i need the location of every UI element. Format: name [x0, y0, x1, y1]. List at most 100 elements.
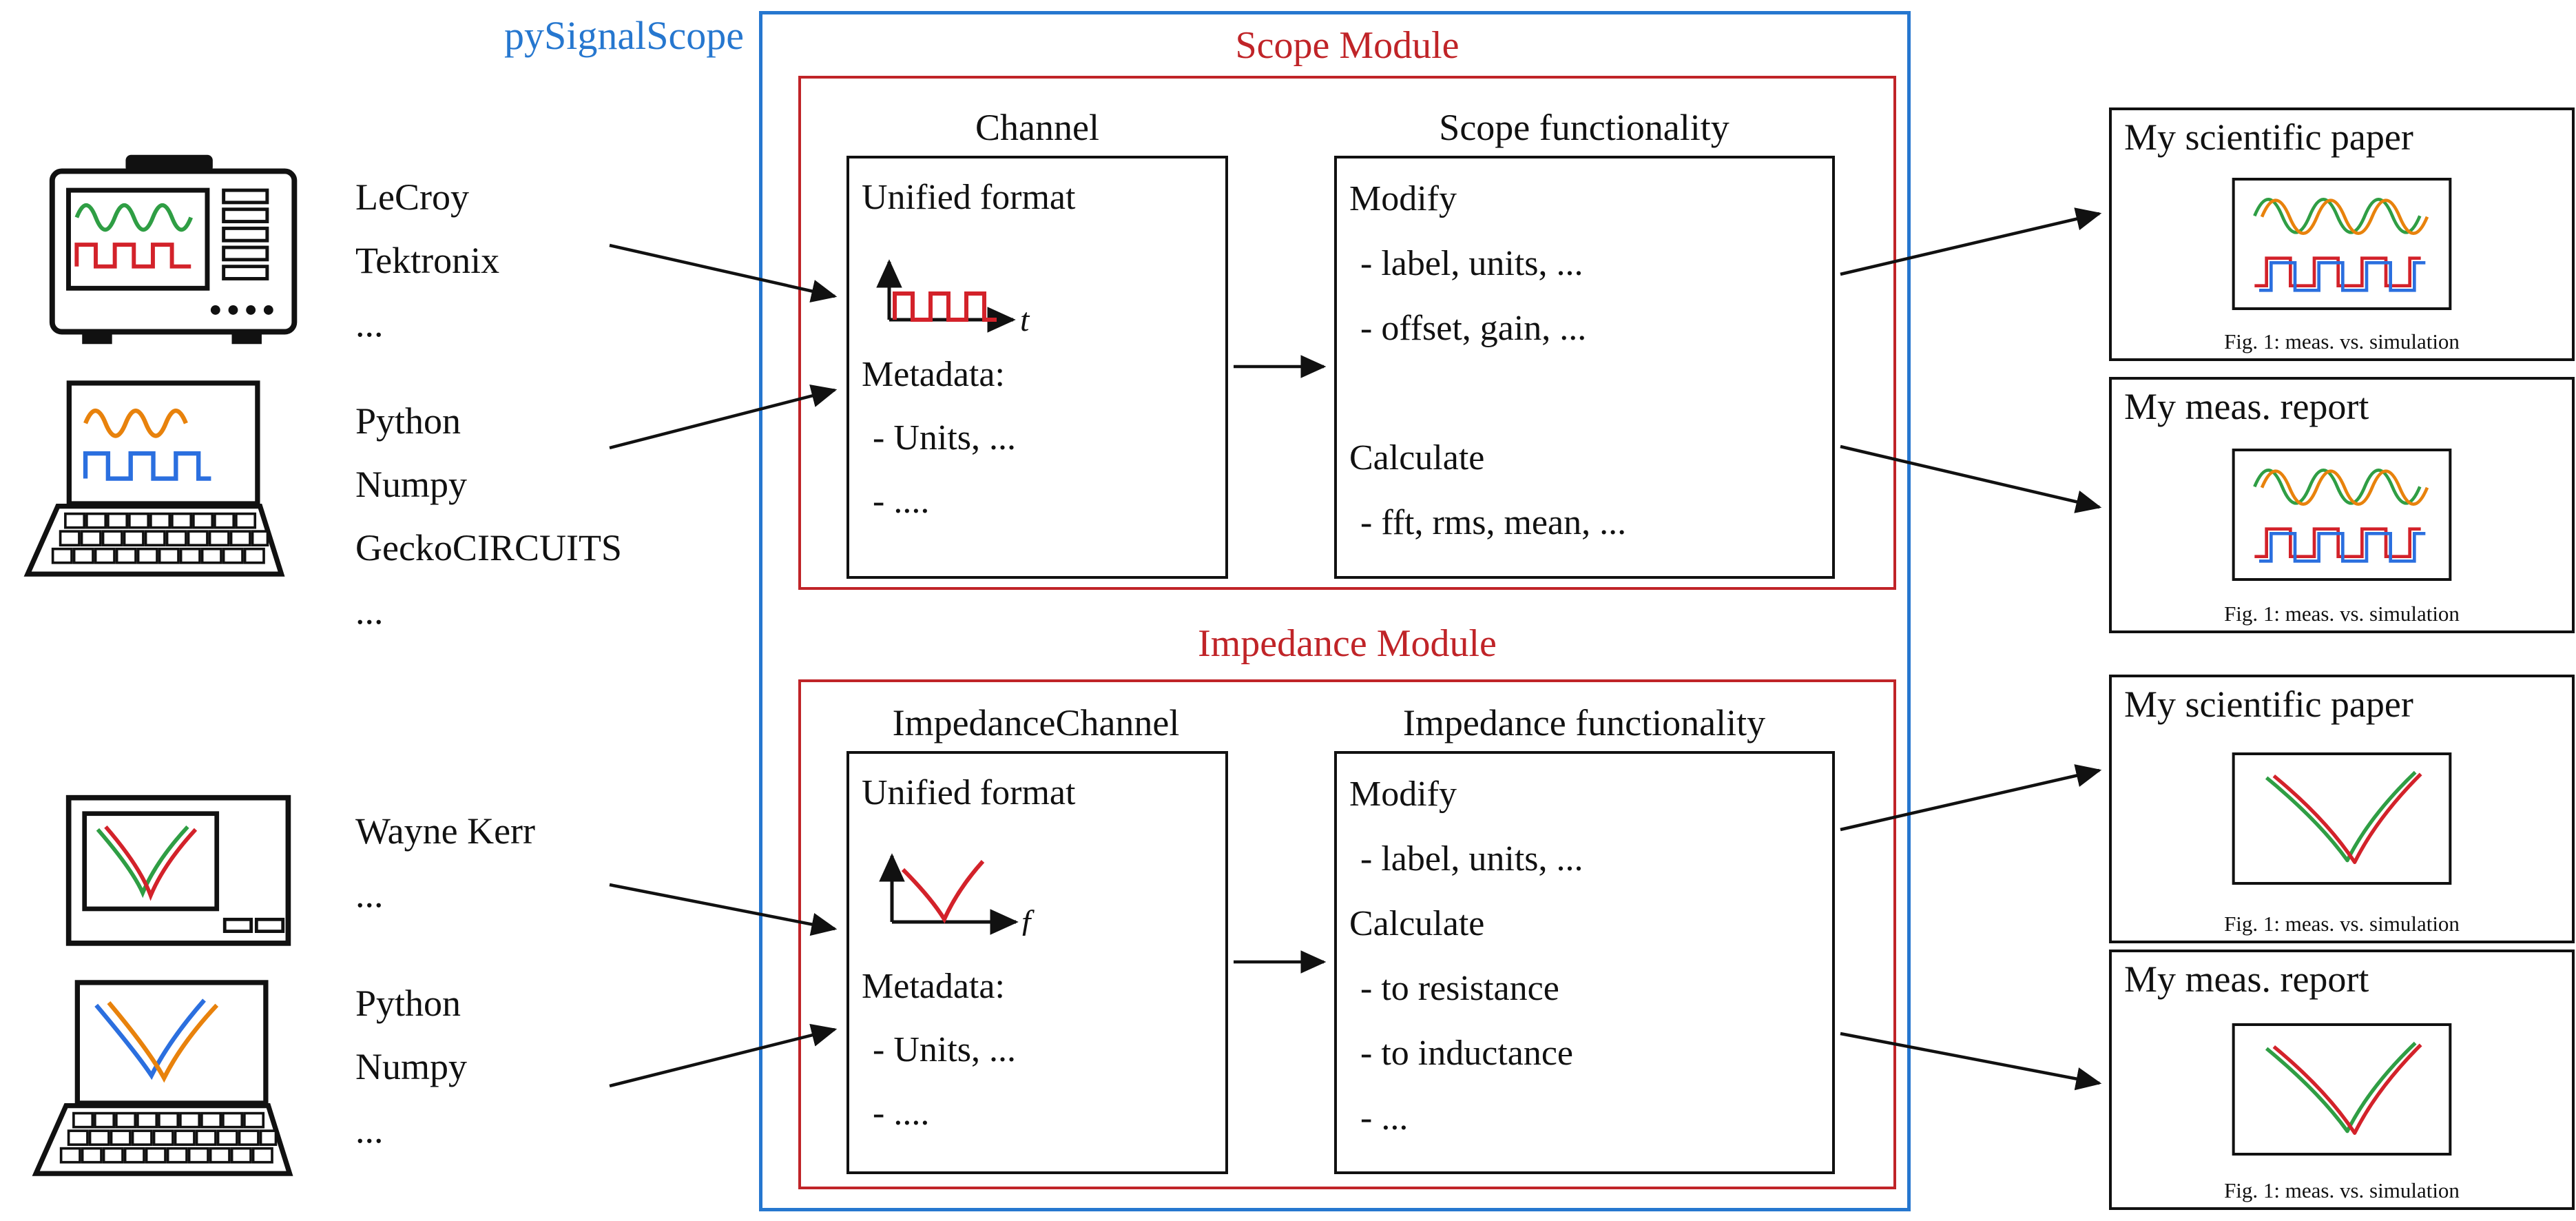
metadata-label: Metadata: — [862, 355, 1005, 394]
red-impedance-curve — [104, 825, 198, 901]
red-impedance-curve — [2272, 772, 2422, 864]
scope-figure-plot — [2232, 449, 2452, 581]
red-impedance-curve — [2272, 1043, 2422, 1135]
output-title: My meas. report — [2124, 386, 2369, 427]
output-title: My scientific paper — [2124, 116, 2413, 158]
green-impedance-curve — [2265, 1041, 2417, 1133]
oscilloscope-foot — [231, 331, 262, 345]
output-title: My meas. report — [2124, 958, 2369, 1000]
figure-caption: Fig. 1: meas. vs. simulation — [2224, 1178, 2460, 1202]
source-label: ... — [355, 1109, 384, 1151]
impedance-channel-metadata: Metadata: - Units, ... - .... — [862, 955, 1016, 1145]
oscilloscope-foot — [82, 331, 112, 345]
impedance-module-frame — [798, 679, 1896, 1189]
source-label: Numpy — [355, 464, 467, 505]
figure-caption: Fig. 1: meas. vs. simulation — [2224, 912, 2460, 936]
orange-sine-wave — [83, 409, 188, 438]
impedance-module-title: Impedance Module — [1198, 622, 1497, 665]
impedance-software-list: Python Numpy ... — [355, 972, 467, 1162]
green-impedance-curve — [2265, 770, 2417, 863]
impedance-functionality-title: Impedance functionality — [1402, 702, 1766, 743]
oscilloscope-buttons — [222, 188, 269, 280]
impedance-hardware-list: Wayne Kerr ... — [355, 799, 535, 926]
oscilloscope-handle — [125, 154, 213, 173]
time-waveform-icon: t — [876, 259, 1030, 334]
calculate-item: - ... — [1360, 1098, 1409, 1138]
oscilloscope-icon — [49, 154, 298, 345]
output-meas-report-impedance: My meas. report Fig. 1: meas. vs. simula… — [2109, 950, 2575, 1210]
source-label: Python — [355, 983, 461, 1024]
impedance-figure-plot — [2232, 1023, 2452, 1156]
blue-square-wave — [83, 451, 211, 481]
green-sine-wave — [74, 203, 194, 232]
source-label: Python — [355, 400, 461, 442]
metadata-item: - .... — [873, 1094, 930, 1133]
red-square-wave — [893, 291, 997, 322]
scope-hardware-list: LeCroy Tektronix ... — [355, 165, 499, 356]
green-impedance-curve — [96, 825, 189, 899]
modify-item: - label, units, ... — [1360, 244, 1583, 283]
channel-metadata: Metadata: - Units, ... - .... — [862, 343, 1016, 533]
green-sine-wave — [2253, 469, 2422, 505]
unified-format-label: Unified format — [862, 773, 1076, 812]
source-label: Numpy — [355, 1046, 467, 1087]
oscilloscope-knob-dots — [210, 305, 273, 315]
pysignalscope-frame — [759, 11, 1911, 1211]
source-label: Wayne Kerr — [355, 810, 536, 852]
source-label: ... — [355, 591, 384, 632]
orange-impedance-curve — [107, 1001, 219, 1083]
output-title: My scientific paper — [2124, 684, 2413, 725]
modify-item: - offset, gain, ... — [1360, 309, 1587, 348]
plot-frame — [2232, 1023, 2452, 1156]
red-square-wave — [2254, 256, 2421, 287]
channel-box: Unified format t Metadata: - Units, ... … — [846, 156, 1228, 579]
impedance-analyzer-icon — [65, 794, 291, 946]
laptop-scope-icon — [23, 380, 285, 577]
time-axis-label: t — [1020, 302, 1030, 334]
red-square-wave — [2254, 527, 2421, 558]
frequency-curve-icon: f — [879, 853, 1035, 936]
blue-square-wave — [2259, 532, 2426, 563]
impedance-figure-plot — [2232, 752, 2452, 885]
metadata-item: - Units, ... — [873, 418, 1016, 458]
spacer — [1349, 361, 1832, 426]
analyzer-button — [254, 917, 285, 933]
unified-format-label: Unified format — [862, 178, 1076, 217]
blue-impedance-curve — [94, 998, 206, 1080]
red-square-wave — [74, 243, 191, 269]
analyzer-button — [222, 917, 253, 933]
modify-item: - label, units, ... — [1360, 839, 1583, 879]
figure-caption: Fig. 1: meas. vs. simulation — [2224, 602, 2460, 626]
output-scientific-paper-impedance: My scientific paper Fig. 1: meas. vs. si… — [2109, 675, 2575, 943]
figure-caption: Fig. 1: meas. vs. simulation — [2224, 329, 2460, 353]
metadata-item: - .... — [873, 482, 930, 521]
scope-module-title: Scope Module — [1235, 24, 1460, 67]
impedance-functionality-box: Modify - label, units, ... Calculate - t… — [1334, 751, 1835, 1174]
modify-label: Modify — [1349, 774, 1457, 814]
modify-label: Modify — [1349, 179, 1457, 218]
source-label: Tektronix — [355, 240, 500, 281]
metadata-label: Metadata: — [862, 967, 1005, 1006]
source-label: GeckoCIRCUITS — [355, 527, 622, 568]
red-impedance-curve — [901, 859, 985, 924]
frequency-axis-label: f — [1021, 904, 1035, 936]
source-label: ... — [355, 874, 384, 915]
scope-figure-plot — [2232, 178, 2452, 310]
output-meas-report-scope: My meas. report Fig. 1: meas. vs. simula… — [2109, 377, 2575, 633]
green-sine-wave — [2253, 198, 2422, 234]
impedance-channel-box-title: ImpedanceChannel — [892, 702, 1180, 743]
laptop-keys — [59, 1111, 278, 1164]
channel-box-title: Channel — [975, 107, 1099, 148]
metadata-item: - Units, ... — [873, 1030, 1016, 1069]
scope-software-list: Python Numpy GeckoCIRCUITS ... — [355, 389, 622, 643]
source-label: ... — [355, 303, 384, 345]
blue-square-wave — [2259, 260, 2426, 292]
scope-functionality-box: Modify - label, units, ... - offset, gai… — [1334, 156, 1835, 579]
calculate-item: - to inductance — [1360, 1034, 1573, 1073]
calculate-label: Calculate — [1349, 438, 1485, 478]
library-title: pySignalScope — [504, 13, 744, 58]
calculate-item: - to resistance — [1360, 969, 1559, 1008]
scope-module-frame — [798, 76, 1896, 590]
calculate-item: - fft, rms, mean, ... — [1360, 503, 1627, 542]
